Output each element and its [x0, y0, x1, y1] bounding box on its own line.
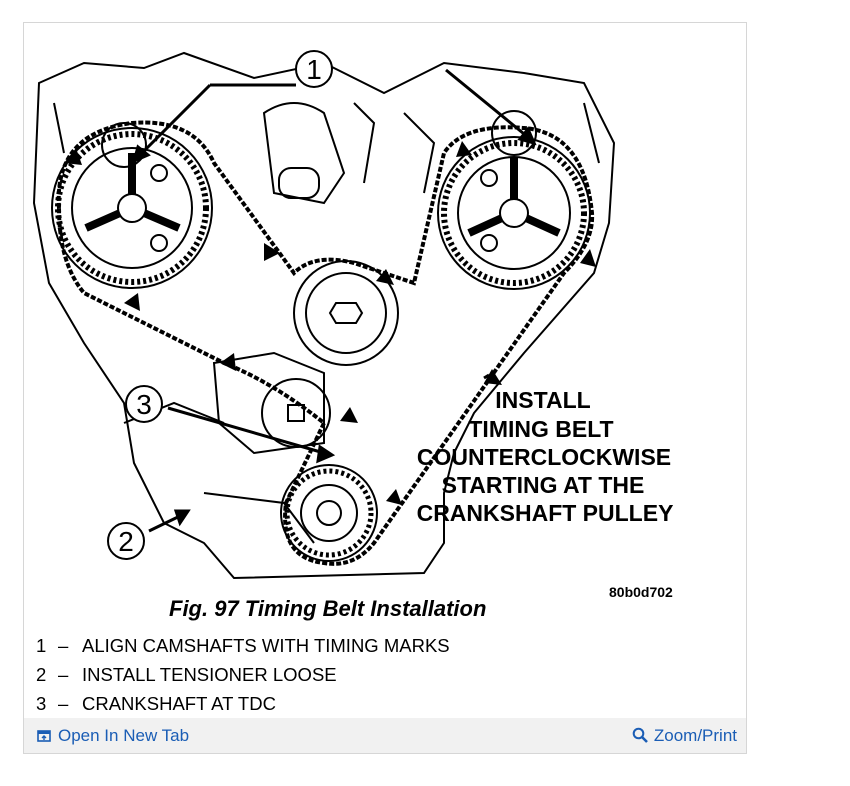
timing-belt-diagram: 1 3 2 INSTALL TIMING BELT COUNTERCLOCKWI…: [24, 23, 748, 719]
instruction-line: CRANKSHAFT PULLEY: [417, 500, 674, 526]
idler-pulley: [212, 260, 399, 455]
legend-number: 2: [36, 664, 47, 685]
image-viewer-panel: 1 3 2 INSTALL TIMING BELT COUNTERCLOCKWI…: [23, 22, 747, 754]
legend-item: 3–CRANKSHAFT AT TDC: [36, 689, 450, 718]
install-instruction: INSTALL TIMING BELT COUNTERCLOCKWISE STA…: [417, 387, 674, 526]
instruction-line: INSTALL: [495, 387, 590, 413]
image-code: 80b0d702: [609, 584, 673, 600]
callout-2-label: 2: [118, 526, 134, 557]
callout-3-label: 3: [136, 389, 152, 420]
left-cam-sprocket: [51, 122, 213, 289]
legend-text: ALIGN CAMSHAFTS WITH TIMING MARKS: [82, 635, 450, 656]
image-actions-bar: Open In New Tab Zoom/Print: [24, 718, 746, 753]
legend-item: 1–ALIGN CAMSHAFTS WITH TIMING MARKS: [36, 631, 450, 660]
right-cam-sprocket: [437, 110, 591, 290]
legend-item: 2–INSTALL TENSIONER LOOSE: [36, 660, 450, 689]
zoom-print-label: Zoom/Print: [653, 726, 737, 745]
legend-text: CRANKSHAFT AT TDC: [82, 693, 276, 714]
open-new-tab-icon: [37, 730, 51, 742]
belt-direction-arrows: [64, 141, 596, 505]
legend-dash: –: [58, 693, 69, 714]
timing-belt: [56, 120, 595, 566]
instruction-line: STARTING AT THE: [442, 472, 645, 498]
legend-dash: –: [58, 664, 69, 685]
crankshaft-sprocket: [280, 464, 378, 562]
open-in-new-tab-link[interactable]: Open In New Tab: [37, 718, 189, 753]
legend-number: 1: [36, 635, 47, 656]
engine-line-drawing: 1 3 2 INSTALL TIMING BELT COUNTERCLOCKWI…: [32, 50, 674, 600]
legend-number: 3: [36, 693, 47, 714]
legend-dash: –: [58, 635, 69, 656]
open-in-new-tab-label: Open In New Tab: [58, 726, 190, 745]
magnifier-icon: [632, 727, 648, 743]
legend-text: INSTALL TENSIONER LOOSE: [82, 664, 337, 685]
instruction-line: COUNTERCLOCKWISE: [417, 444, 671, 470]
figure-caption: Fig. 97 Timing Belt Installation: [169, 596, 487, 621]
figure-legend: 1–ALIGN CAMSHAFTS WITH TIMING MARKS 2–IN…: [36, 631, 450, 718]
zoom-print-link[interactable]: Zoom/Print: [632, 718, 737, 753]
instruction-line: TIMING BELT: [468, 416, 613, 442]
callout-1-label: 1: [306, 54, 322, 85]
